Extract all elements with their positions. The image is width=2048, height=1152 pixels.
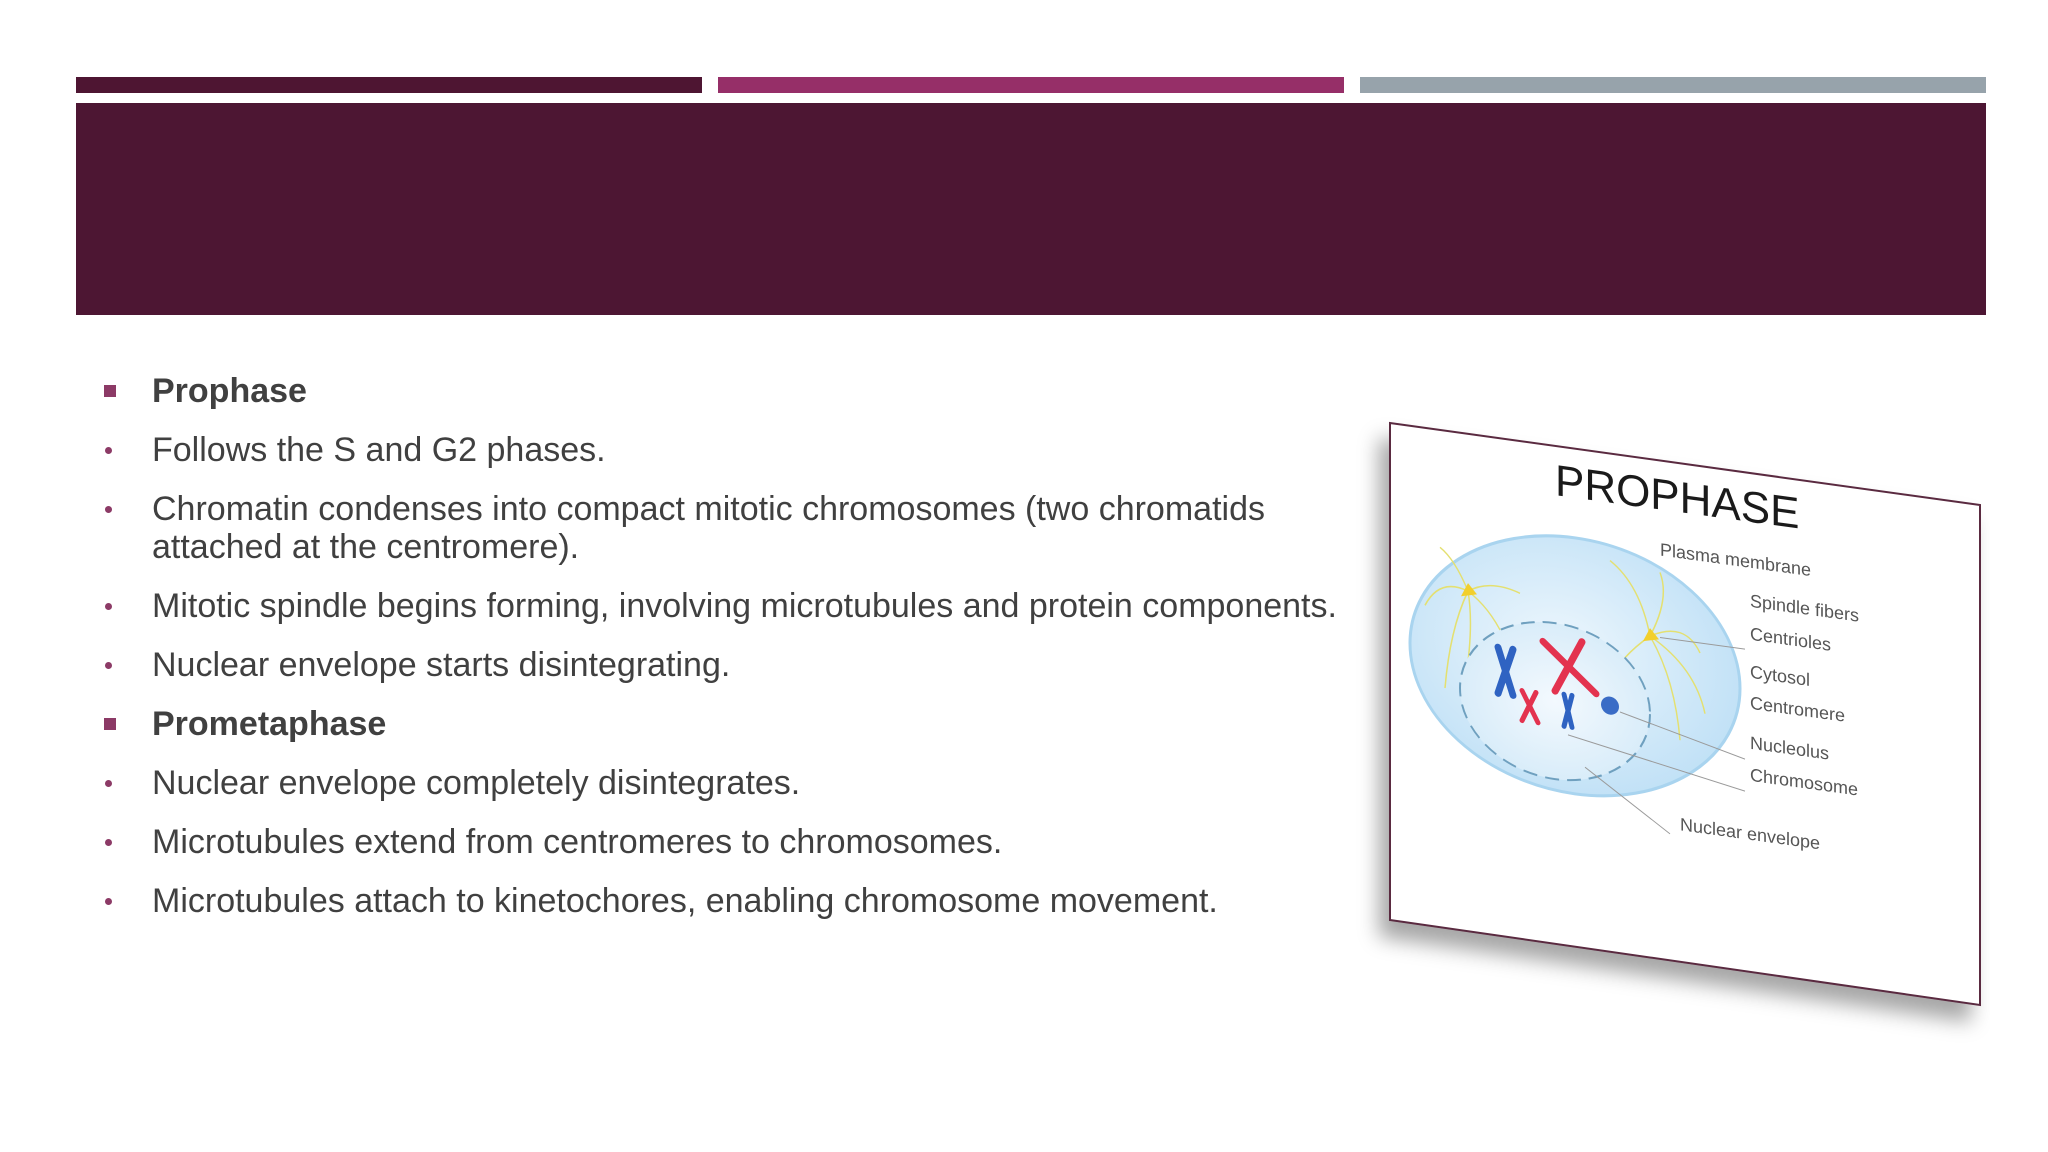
chromosome-red-small-icon [1519, 688, 1541, 726]
bullet-heading-prophase: Prophase [96, 372, 1346, 410]
bullet-text: Chromatin condenses into compact mitotic… [152, 490, 1265, 566]
bullet-text: Prophase [152, 372, 307, 410]
bullet-item: Microtubules extend from centromeres to … [96, 823, 1346, 861]
nucleolus-icon [1601, 696, 1619, 715]
figure-content: PROPHASE [1408, 456, 1859, 853]
chromosome-blue-small-icon [1561, 691, 1575, 730]
dot-bullet-icon [96, 764, 126, 802]
bullet-text: Microtubules extend from centromeres to … [152, 823, 1003, 861]
title-band: STAGES OF MITOSIS [76, 103, 1986, 389]
bullet-text: Nuclear envelope starts disintegrating. [152, 646, 731, 684]
bullet-item: Microtubules attach to kinetochores, ena… [96, 882, 1346, 920]
dot-bullet-icon [96, 882, 126, 920]
bullet-text: Prometaphase [152, 705, 387, 743]
dot-bullet-icon [96, 587, 126, 625]
dot-bullet-icon [96, 431, 126, 469]
chromosome-red-large-icon [1539, 637, 1600, 698]
bullet-item: Follows the S and G2 phases. [96, 431, 1346, 469]
dot-bullet-icon [96, 823, 126, 861]
dot-bullet-icon [96, 646, 126, 684]
dot-bullet-icon [96, 490, 126, 528]
bullet-heading-prometaphase: Prometaphase [96, 705, 1346, 743]
centriole-right-icon [1643, 628, 1659, 642]
bullet-list: Prophase Follows the S and G2 phases. Ch… [96, 372, 1346, 941]
bullet-text: Mitotic spindle begins forming, involvin… [152, 587, 1337, 625]
bullet-item: Chromatin condenses into compact mitotic… [96, 490, 1346, 566]
label-leader-lines [1567, 636, 1746, 835]
square-bullet-icon [96, 372, 126, 410]
bullet-text: Microtubules attach to kinetochores, ena… [152, 882, 1218, 920]
prophase-diagram: PROPHASE [1389, 421, 1981, 1007]
bullet-text: Follows the S and G2 phases. [152, 431, 606, 469]
square-bullet-icon [96, 705, 126, 743]
accent-bar-gray [1360, 77, 1986, 93]
bullet-text: Nuclear envelope completely disintegrate… [152, 764, 801, 802]
accent-bar-dark [76, 77, 702, 93]
centriole-left-icon [1461, 583, 1477, 597]
bullet-item: Nuclear envelope completely disintegrate… [96, 764, 1346, 802]
bullet-item: Nuclear envelope starts disintegrating. [96, 646, 1346, 684]
prophase-figure: PROPHASE [1350, 405, 1990, 1055]
bullet-item: Mitotic spindle begins forming, involvin… [96, 587, 1346, 625]
slide-title: STAGES OF MITOSIS [654, 316, 1370, 389]
accent-bar-magenta [718, 77, 1344, 93]
chromosome-blue-large-icon [1494, 643, 1517, 699]
